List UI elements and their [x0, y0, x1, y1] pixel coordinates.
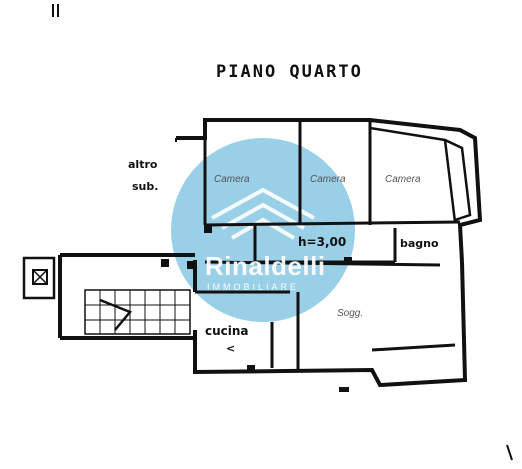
ceiling-height-label: h=3,00 [298, 235, 347, 249]
room-label-sub: sub. [132, 180, 159, 193]
bay-window-walls [369, 126, 472, 223]
plan-title: PIANO QUARTO [216, 62, 363, 82]
room-label-bagno: bagno [400, 237, 439, 250]
room-label-camera-2: Camera [310, 174, 346, 185]
watermark-brand: Rinaldelli [205, 251, 326, 281]
room-label-camera-1: Camera [214, 174, 250, 185]
room-label-cucina: cucina [205, 324, 249, 338]
exterior-walls [58, 118, 483, 388]
watermark-circle [171, 138, 355, 322]
corner-mark-graphic [52, 4, 59, 17]
cucina-mark: < [226, 342, 236, 355]
staircase [84, 289, 191, 335]
border-mark [506, 444, 513, 461]
room-label-altro: altro [128, 158, 158, 171]
watermark-house-icon [211, 187, 315, 240]
interior-walls [195, 122, 461, 370]
door-marks [161, 138, 352, 392]
room-label-soggiorno: Sogg. [337, 308, 364, 319]
elevator-symbol [22, 256, 56, 300]
room-label-camera-3: Camera [385, 174, 421, 185]
watermark-subtitle: IMMOBILIARE [207, 282, 300, 292]
